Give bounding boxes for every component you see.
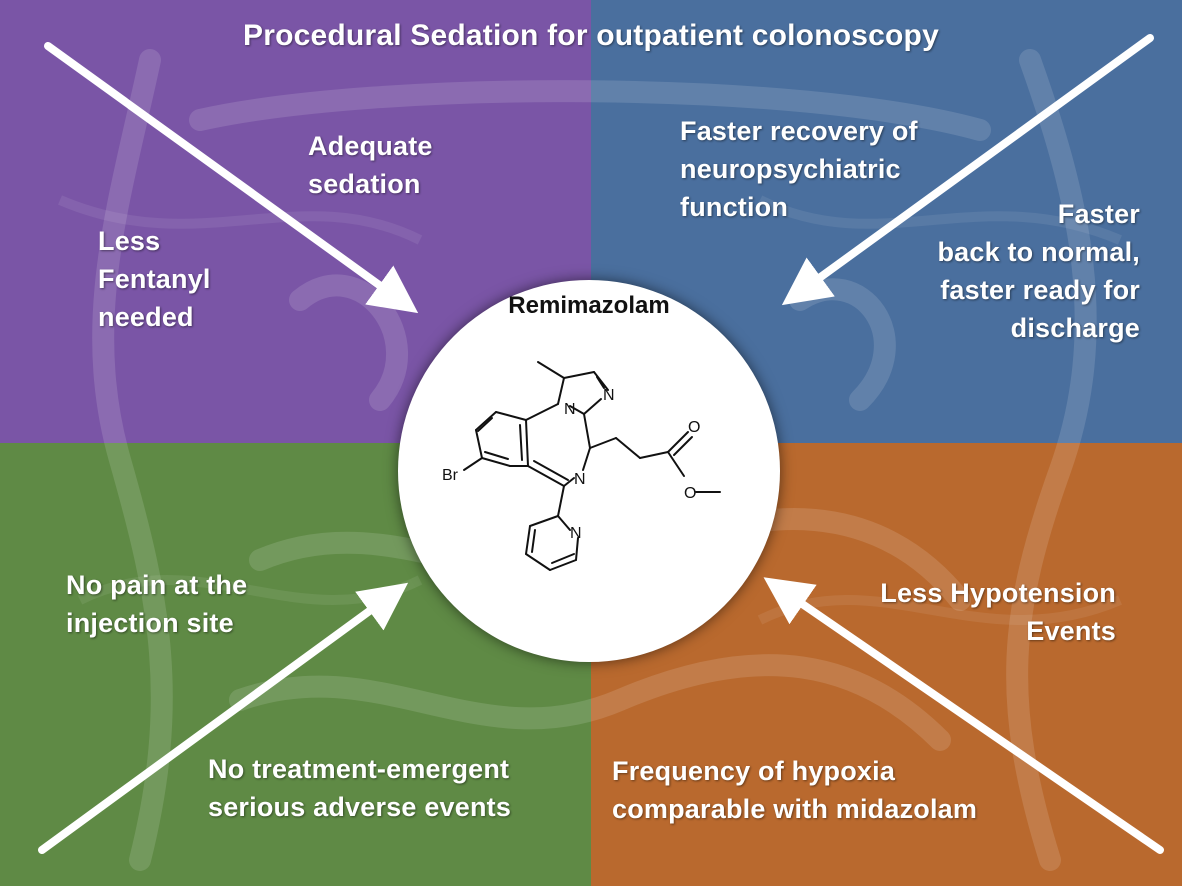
- arrow-bottom-left: [38, 582, 409, 854]
- atom-o-ester: O: [684, 485, 696, 502]
- atom-n-left: N: [564, 401, 576, 418]
- atom-br: Br: [442, 467, 459, 484]
- atom-n-mid: N: [574, 471, 586, 488]
- label-hypoxia-frequency: Frequency of hypoxia comparable with mid…: [612, 756, 978, 824]
- label-less-fentanyl: Less Fentanyl needed: [98, 226, 211, 332]
- label-faster-back-to-normal: Faster back to normal, faster ready for …: [937, 199, 1140, 343]
- compound-name: Remimazolam: [508, 292, 670, 319]
- atom-n-pyridine: N: [570, 525, 582, 542]
- label-adequate-sedation: Adequate sedation: [308, 131, 433, 199]
- label-less-hypotension: Less Hypotension Events: [880, 578, 1116, 646]
- label-faster-recovery: Faster recovery of neuropsychiatric func…: [680, 116, 918, 222]
- label-no-adverse-events: No treatment-emergent serious adverse ev…: [208, 754, 512, 822]
- arrow-top-left: [44, 42, 419, 314]
- arrow-bottom-right: [763, 577, 1164, 854]
- atom-n-top: N: [603, 387, 615, 404]
- arrow-top-right: [781, 34, 1154, 306]
- remimazolam-structure: N N N N Br O O: [442, 361, 721, 571]
- label-no-pain-injection: No pain at the injection site: [66, 570, 248, 638]
- diagram-title: Procedural Sedation for outpatient colon…: [243, 19, 939, 52]
- atom-o-carbonyl: O: [688, 419, 700, 436]
- center-compound-circle: Remimazolam: [398, 280, 780, 662]
